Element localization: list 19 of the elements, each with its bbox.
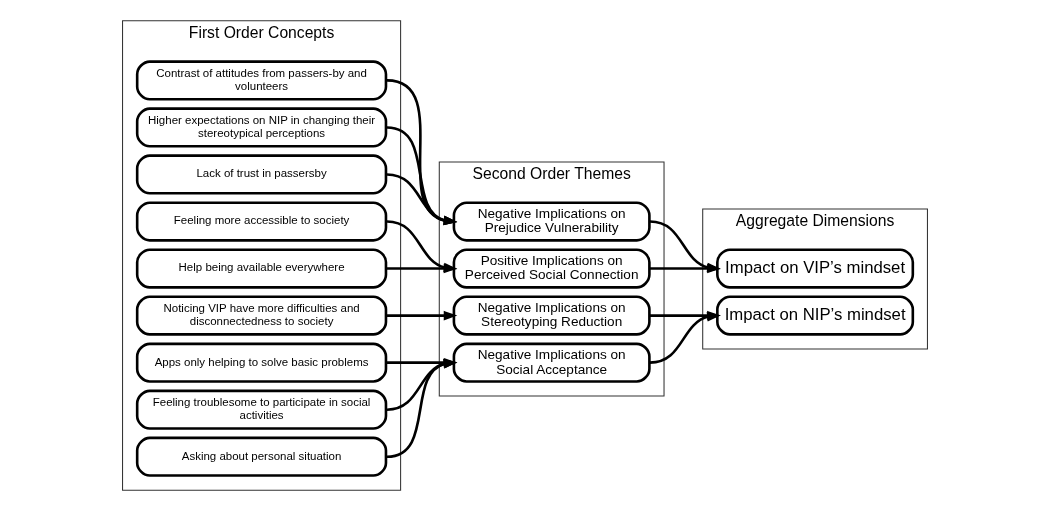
node-box: Negative Implications on Prejudice Vulnerability <box>452 201 651 242</box>
node-box: Feeling troublesome to participate in social activities <box>135 389 387 430</box>
node-box: Positive Implications on Perceived Social Connection <box>452 248 651 289</box>
node-box: Impact on VIP’s mindset <box>715 248 914 289</box>
arrow <box>386 173 457 226</box>
node-box: Noticing VIP have more difficulties and disconnectedness to society <box>135 295 387 336</box>
node-box: Impact on NIP’s mindset <box>715 295 914 336</box>
node-box: Feeling more accessible to society <box>135 201 387 242</box>
node-box: Negative Implications on Social Acceptance <box>452 342 651 383</box>
node-box: Help being available everywhere <box>135 248 387 289</box>
node-box: Contrast of attitudes from passers-by and volunteers <box>135 60 387 101</box>
arrow <box>386 310 457 321</box>
arrow <box>386 126 457 226</box>
node-box: Higher expectations on NIP in changing their stereotypical perceptions <box>135 107 387 148</box>
node-box: Lack of trust in passersby <box>135 154 387 195</box>
node-box: Apps only helping to solve basic problems <box>135 342 387 383</box>
node-box: Negative Implications on Stereotyping Reduction <box>452 295 651 336</box>
node-box: Asking about personal situation <box>135 436 387 477</box>
arrow <box>386 79 457 226</box>
